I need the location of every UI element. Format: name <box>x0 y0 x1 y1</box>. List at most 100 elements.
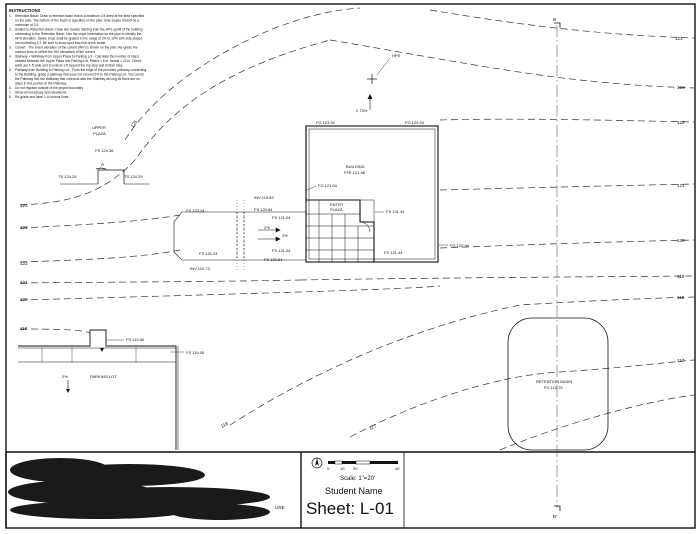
contour-124-right <box>429 9 695 39</box>
contour-119-left <box>19 328 91 334</box>
contour-label-120-left: 120 <box>20 297 28 302</box>
contour-118-right <box>229 296 695 426</box>
building-label: BUILDING <box>346 164 365 169</box>
contour-120-left <box>19 285 441 301</box>
parking-slope: 2% <box>62 374 68 379</box>
instruction-line: Do not regrade outside of the project bo… <box>15 86 84 90</box>
contour-labels: 124 123 122 121 120 119 118 117 124 123 … <box>20 36 685 431</box>
section-a-label: A <box>101 162 105 167</box>
contour-lines <box>19 7 695 451</box>
instruction-number: 4. <box>9 55 12 59</box>
contour-label-118: 118 <box>677 295 685 300</box>
ffe-label: FFE 121.48 <box>344 170 366 175</box>
contour-label-119-left: 119 <box>20 326 28 331</box>
entry-plaza-label: PLAZA <box>330 207 343 212</box>
fs-121-44: FS 121.44 <box>384 250 403 255</box>
scale-bar: 0 10 20 40 <box>327 460 400 471</box>
contour-123-right <box>329 39 695 89</box>
contour-label-124: 124 <box>675 36 683 41</box>
instructions-block: INSTRUCTIONS 1.Retention Basin: Draw a r… <box>9 8 146 99</box>
fs-124-36: FS 124.36 <box>95 148 114 153</box>
fg-121-04: FG 121.04 <box>318 183 338 188</box>
fs-123-24: FS 123.24 <box>186 208 205 213</box>
pct-2-lower: 2% <box>282 233 288 238</box>
contour-label-121: 121 <box>677 183 685 188</box>
hps-marker: HPS 2.73% <box>356 53 401 113</box>
redacted-suffix: URE <box>275 505 285 510</box>
parking-lot-label: PARKING LOT <box>90 374 117 379</box>
sheet-border <box>5 3 696 529</box>
instruction-line: contour lines to reflect the INV elevati… <box>15 50 96 54</box>
instruction-line: Swales to Retention Basin: Draw two swal… <box>15 28 143 32</box>
section-b-label: B <box>553 17 556 22</box>
ts-124-29-right: TS 124.29 <box>124 174 143 179</box>
instruction-line: Pathway from Building to Parking Lot - F… <box>15 68 146 72</box>
contour-121-left <box>19 279 301 284</box>
retention-fg-label: FG 112.75 <box>544 385 563 390</box>
instruction-line: on the plan. The bottom of the basin is … <box>15 19 139 23</box>
fs-121-04-walk: FS 121.04 <box>272 215 291 220</box>
contour-121-right <box>439 183 695 191</box>
plaza-label: PLAZA <box>93 131 106 136</box>
parking-lot: FS 119.06 FS 119.05 2% PARKING LOT <box>18 329 205 450</box>
fs-120-84: FS 120.84 <box>254 207 273 212</box>
scale-label: Scale: 1"=20' <box>340 476 375 482</box>
contour-label-117-bottom: 117 <box>368 423 377 431</box>
contour-label-120: 120 <box>677 238 685 243</box>
entry-plaza <box>305 199 375 263</box>
contour-117-lower <box>499 394 695 451</box>
section-line-b: B B' <box>553 17 561 519</box>
inv-119-83: INV 119.83 <box>254 195 274 200</box>
upper-plaza: UPPER PLAZA FS 124.36 A TS 124.29 TS 124… <box>58 125 150 185</box>
instruction-line: Show all necessary spot elevations. <box>15 91 67 95</box>
section-b-prime-label: B' <box>553 514 557 519</box>
title-block: URE 0 10 20 40 Scale: 1"=20' Student Nam… <box>8 452 405 528</box>
instruction-number: 3. <box>9 46 12 50</box>
instruction-number: 6. <box>9 86 12 90</box>
scale-tick-40: 40 <box>395 466 400 471</box>
fs-119-06: FS 119.06 <box>126 337 145 342</box>
ts-124-29-left: TS 124.29 <box>58 174 77 179</box>
contour-label-125: 125 <box>130 119 139 129</box>
slope-label: 2.73% <box>356 108 368 113</box>
contour-119-right <box>299 275 695 281</box>
instruction-line: to the Building, grade a pathway that do… <box>15 73 144 77</box>
hps-label: HPS <box>392 53 401 58</box>
instruction-line: walls are 1-ft wide and to extend 1-ft b… <box>15 64 123 68</box>
instruction-line: Stairway + Walkway from Upper Plaza to P… <box>15 55 139 59</box>
retention-basin-label: RETENTION BASIN <box>536 379 572 384</box>
scale-tick-0: 0 <box>327 466 330 471</box>
fg-120-94: FG 120.94 <box>450 243 470 248</box>
fg-123-94-right: FG 123.94 <box>405 120 425 125</box>
contour-122-right <box>439 118 695 123</box>
upper-label: UPPER <box>92 125 106 130</box>
fs-120-24: FS 120.24 <box>199 251 218 256</box>
contour-label-117: 117 <box>677 358 685 363</box>
instruction-number: 1. <box>9 14 12 18</box>
contour-label-122: 122 <box>677 120 685 125</box>
walkway <box>173 200 306 272</box>
contour-label-118-bottom: 118 <box>220 421 229 429</box>
retention-basin: RETENTION BASIN FG 112.75 <box>507 317 609 451</box>
fs-121-04-walk-lower: FS 121.04 <box>272 248 291 253</box>
instruction-number: 8. <box>9 95 12 99</box>
contour-117-right <box>349 359 695 438</box>
fg-123-94-left: FG 123.94 <box>316 120 336 125</box>
contour-label-121-left: 121 <box>20 280 28 285</box>
instruction-line: not exceeding 3:1. Be sure to show spot … <box>15 41 106 45</box>
student-name: Student Name <box>325 486 383 496</box>
instruction-number: 7. <box>9 91 12 95</box>
contour-label-122-left: 122 <box>20 261 28 266</box>
contour-120-right <box>439 239 695 249</box>
scale-tick-10: 10 <box>340 466 345 471</box>
fs-119-05: FS 119.05 <box>186 350 205 355</box>
redacted-name <box>8 458 270 520</box>
contour-122-left <box>19 249 181 263</box>
contour-label-123: 123 <box>677 85 685 90</box>
instruction-line: HPS elevation. Swale slope shall be grad… <box>15 37 142 41</box>
contour-124-left <box>19 39 331 206</box>
pct-2-upper: 2% <box>264 225 270 230</box>
entry-label: ENTRY <box>330 202 344 207</box>
fs-120-64: FS 120.64 <box>264 257 283 262</box>
